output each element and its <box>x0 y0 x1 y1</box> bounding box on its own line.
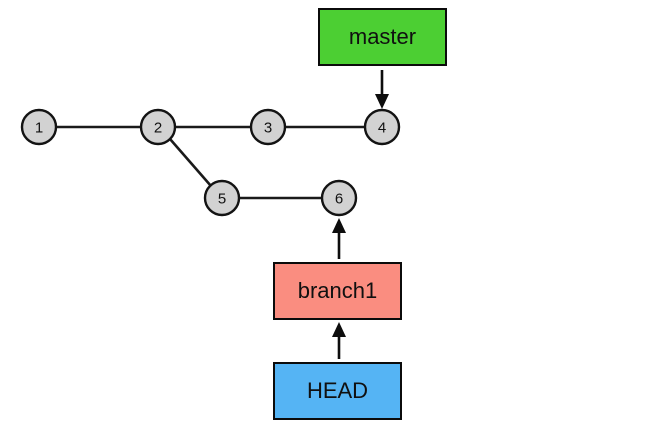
commit-node-3[interactable]: 3 <box>249 108 287 146</box>
commit-node-6[interactable]: 6 <box>320 179 358 217</box>
edge-2-5 <box>169 138 212 187</box>
ref-label-branch1: branch1 <box>297 278 378 303</box>
commit-label-3: 3 <box>264 120 272 137</box>
arrow-head-branch1 <box>332 218 346 233</box>
ref-box-head[interactable]: HEAD <box>273 362 402 420</box>
commit-label-2: 2 <box>154 120 162 137</box>
ref-box-branch1[interactable]: branch1 <box>273 262 402 320</box>
commit-circle-3[interactable] <box>249 108 287 146</box>
commit-circle-5[interactable] <box>203 179 241 217</box>
ref-label-head: HEAD <box>306 378 369 403</box>
ref-pointer-arrows <box>332 70 389 359</box>
commit-circle-1[interactable] <box>20 108 58 146</box>
ref-label-master: master <box>348 24 417 49</box>
commit-edges <box>56 125 365 200</box>
commit-nodes: 1 2 3 4 5 6 <box>20 108 401 217</box>
arrow-branch1-to-commit-6 <box>332 218 346 259</box>
commit-circle-4[interactable] <box>363 108 401 146</box>
commit-node-1[interactable]: 1 <box>20 108 58 146</box>
commit-circle-2[interactable] <box>139 108 177 146</box>
commit-label-5: 5 <box>218 191 226 208</box>
commit-node-2[interactable]: 2 <box>139 108 177 146</box>
ref-box-master[interactable]: master <box>318 8 447 66</box>
commit-label-1: 1 <box>35 120 43 137</box>
commit-node-5[interactable]: 5 <box>203 179 241 217</box>
arrow-head-master <box>375 94 389 109</box>
commit-label-6: 6 <box>335 191 343 208</box>
arrow-head-headref <box>332 322 346 337</box>
arrow-head-to-branch1 <box>332 322 346 359</box>
commit-node-4[interactable]: 4 <box>363 108 401 146</box>
commit-circle-6[interactable] <box>320 179 358 217</box>
commit-label-4: 4 <box>378 120 386 137</box>
arrow-master-to-commit-4 <box>375 70 389 109</box>
